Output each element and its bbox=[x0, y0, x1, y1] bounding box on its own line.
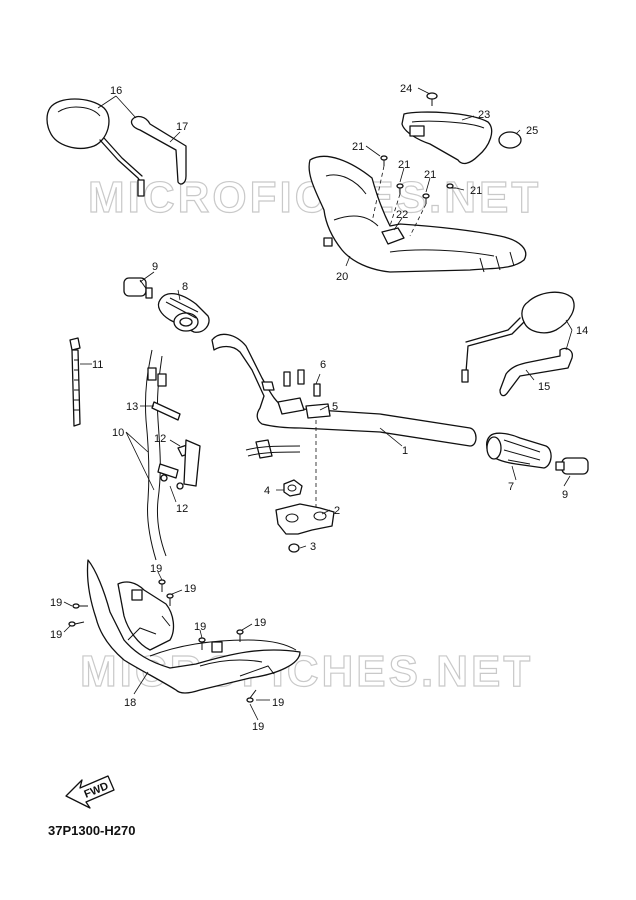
cap-25 bbox=[498, 131, 522, 149]
callout-21-a: 21 bbox=[352, 141, 364, 153]
callout-22: 22 bbox=[396, 209, 408, 221]
callout-19-h: 19 bbox=[252, 721, 264, 733]
callout-15: 15 bbox=[538, 381, 550, 393]
bracket-22 bbox=[381, 227, 405, 245]
handlebar-upper-cover bbox=[308, 155, 527, 273]
callout-13: 13 bbox=[126, 401, 138, 413]
grip-end-left bbox=[123, 277, 153, 299]
callout-5: 5 bbox=[332, 401, 338, 413]
callout-12-upper: 12 bbox=[154, 433, 166, 445]
callout-20: 20 bbox=[336, 271, 348, 283]
callout-18: 18 bbox=[124, 697, 136, 709]
bolts-6 bbox=[283, 369, 321, 397]
callout-3: 3 bbox=[310, 541, 316, 553]
throttle-grip bbox=[157, 293, 210, 333]
right-mirror bbox=[461, 291, 575, 383]
callout-1: 1 bbox=[402, 445, 408, 457]
right-grip bbox=[486, 432, 552, 469]
callout-7: 7 bbox=[508, 481, 514, 493]
screws-19 bbox=[68, 579, 257, 703]
callout-19-a: 19 bbox=[150, 563, 162, 575]
callout-numbers: 16 17 9 8 11 13 10 12 12 6 5 1 7 9 2 3 4… bbox=[50, 83, 588, 733]
callout-21-b: 21 bbox=[398, 159, 410, 171]
meter-cover bbox=[401, 111, 493, 165]
throttle-cables bbox=[144, 349, 201, 561]
leader-lines bbox=[63, 87, 573, 721]
upper-holder bbox=[277, 397, 331, 419]
callout-6: 6 bbox=[320, 359, 326, 371]
left-mirror-stem-cover bbox=[130, 115, 187, 185]
screws-21 bbox=[380, 155, 456, 204]
callout-11: 11 bbox=[92, 359, 103, 371]
callout-19-g: 19 bbox=[272, 697, 284, 709]
diagram-code: 37P1300-H270 bbox=[48, 823, 136, 838]
callout-2: 2 bbox=[334, 505, 340, 517]
callout-19-d: 19 bbox=[50, 629, 62, 641]
callout-19-f: 19 bbox=[254, 617, 266, 629]
cap-3 bbox=[288, 543, 300, 553]
callout-24: 24 bbox=[400, 83, 412, 95]
callout-19-e: 19 bbox=[194, 621, 206, 633]
lower-holder bbox=[275, 503, 335, 535]
right-mirror-stem-cover bbox=[499, 347, 573, 397]
handlebar bbox=[211, 333, 477, 459]
handlebar-under-cover bbox=[86, 559, 301, 694]
callout-9-left: 9 bbox=[152, 261, 158, 273]
callout-8: 8 bbox=[182, 281, 188, 293]
callout-25: 25 bbox=[526, 125, 538, 137]
callout-16: 16 bbox=[110, 85, 122, 97]
callout-17: 17 bbox=[176, 121, 188, 133]
grip-end-right bbox=[555, 457, 589, 475]
callout-10: 10 bbox=[112, 427, 124, 439]
nut-4 bbox=[283, 479, 303, 497]
callout-12-lower: 12 bbox=[176, 503, 188, 515]
screw-24 bbox=[426, 92, 438, 106]
callout-9-right: 9 bbox=[562, 489, 568, 501]
callout-19-c: 19 bbox=[50, 597, 62, 609]
callout-23: 23 bbox=[478, 109, 490, 121]
fwd-arrow-icon: FWD bbox=[65, 775, 115, 809]
left-mirror bbox=[46, 98, 145, 197]
callout-14: 14 bbox=[576, 325, 588, 337]
callout-4: 4 bbox=[264, 485, 270, 497]
callout-21-d: 21 bbox=[470, 185, 482, 197]
callout-21-c: 21 bbox=[424, 169, 436, 181]
callout-19-b: 19 bbox=[184, 583, 196, 595]
cable-tie bbox=[69, 337, 81, 427]
